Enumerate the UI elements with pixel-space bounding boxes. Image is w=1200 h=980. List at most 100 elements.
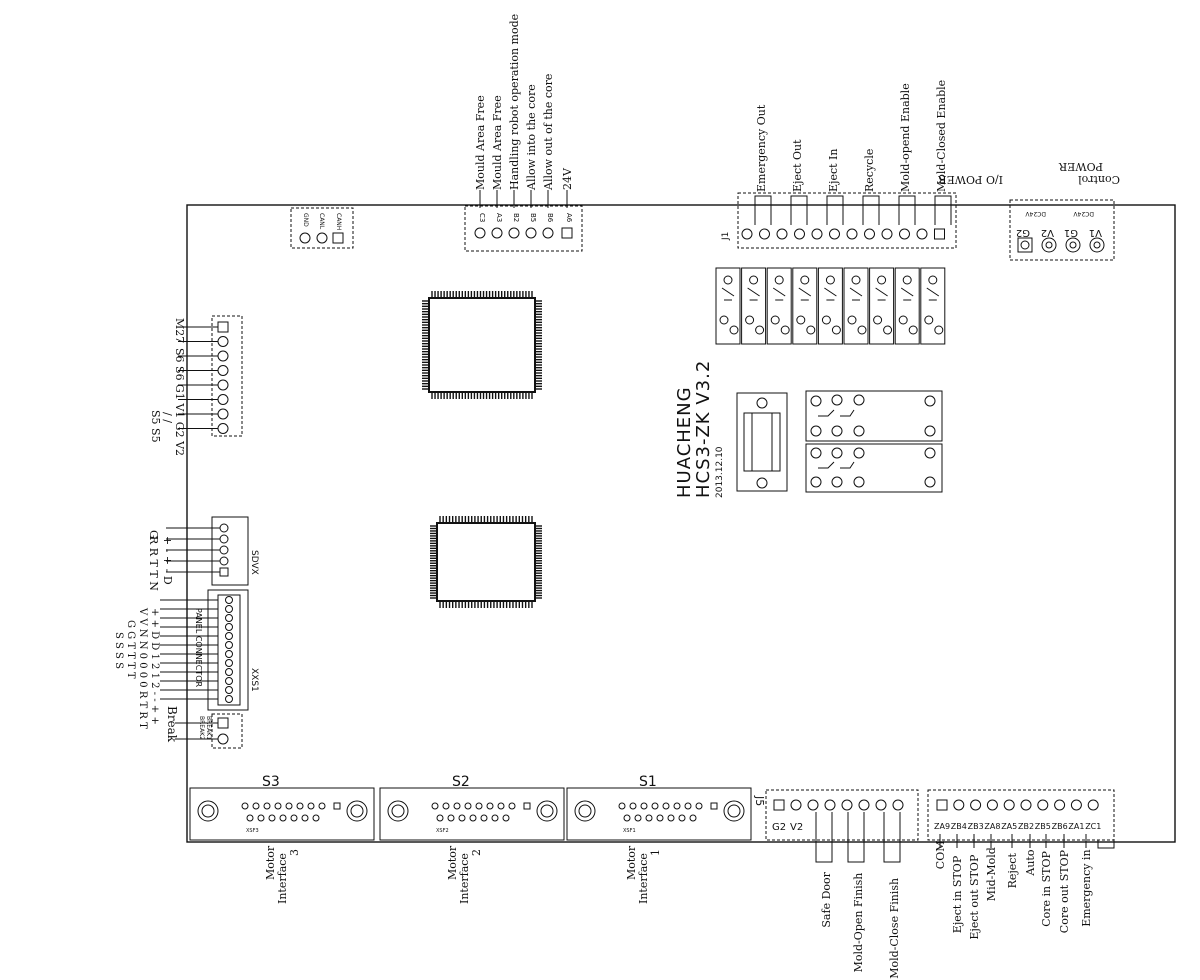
bottom-mid-label-3: Mold-Close Finish [888, 878, 901, 979]
top-right-label-1: Emergency Out [755, 104, 768, 192]
io-label-2: Eject in STOP [951, 855, 964, 933]
relay-bank [715, 267, 946, 345]
top-right-label-3: Eject In [827, 149, 840, 192]
panel-label-row3: V V N N 0 0 0 0 R T R T [137, 607, 148, 729]
tc-pin-a6: A6 [565, 213, 573, 223]
bottom-mid-labels: Safe Door Mold-Open Finish Mold-Close Fini… [815, 812, 901, 979]
j1-label: J1 [721, 232, 731, 241]
panel-labels: S S S S G G T T T T V V N N 0 0 0 0 R T … [113, 607, 160, 729]
io-pin-zc1: ZC1 [1085, 822, 1101, 831]
io-pin-zb6: ZB6 [1052, 822, 1068, 831]
panel-label-row4: + + D D 1 2 1 2 - - + + [149, 608, 160, 725]
sdvx-label-signs: + - + - D [161, 536, 174, 585]
motor-interface-label-3-3: 3 [288, 849, 301, 856]
axis-label-signals: S6 S6 G1 V1 G2 V2 [173, 348, 186, 456]
axis-label-slash: / / [161, 412, 174, 423]
motor-interface-label-3-2: Interface [276, 853, 289, 904]
sdvx-name: SDVX [249, 550, 259, 575]
bottom-mid-label-2: Mold-Open Finish [852, 873, 865, 973]
cpu-chip-2 [430, 516, 542, 608]
io-label-7: Core in STOP [1040, 851, 1053, 927]
io-label-3: Eject out STOP [968, 854, 981, 940]
motor-interface-label-1-1: Motor [625, 845, 638, 880]
top-center-label-3: Handling robot operation mode [508, 14, 521, 190]
can-pin-canl: CANL [318, 213, 325, 230]
io-label-4: Mid-Mold [985, 847, 998, 901]
j5-label: J5 [753, 795, 766, 806]
io-pin-za5: ZA5 [1001, 822, 1017, 831]
io-pin-za1: ZA1 [1068, 822, 1084, 831]
axis-label-m27: M27 [173, 318, 186, 343]
tc-pin-a3: A3 [495, 213, 503, 222]
power-labels: I/O POWER Control POWER [938, 160, 1120, 186]
panel-connector: PANEL CONNECTOR XXS1 [160, 589, 259, 711]
j1-connector: J1 [721, 192, 957, 249]
j5-pin-g2: G2 [772, 822, 786, 833]
io-label-5: Reject [1006, 853, 1019, 889]
io-pin-zb5: ZB5 [1035, 822, 1051, 831]
tc-pin-c3: C3 [478, 213, 486, 222]
motor-interface-label-1-3: 1 [649, 849, 662, 856]
io-pin-za8: ZA8 [984, 822, 1000, 831]
motor-header-s3: S3 [262, 774, 280, 790]
io-pin-za9: ZA9 [934, 822, 950, 831]
axis-label-s5: S5 S5 [149, 410, 162, 443]
brake-pin-2: BREAK2 [198, 716, 205, 740]
axis-connector-labels: S5 S5/ /S6 S6 G1 V1 G2 V2 M27 [149, 318, 186, 456]
motor-header-s2: S2 [452, 774, 470, 790]
power-sublabel-1: DC24V [1073, 210, 1094, 217]
bottom-mid-label-1: Safe Door [820, 871, 833, 927]
sdvx-label-rrttn: R R T T N [147, 536, 160, 591]
io-pin-zb4: ZB4 [951, 822, 967, 831]
power-relay-2 [805, 443, 943, 493]
sdvx-connector: SDVX [166, 516, 259, 586]
top-center-label-6: 24V [561, 167, 574, 190]
sdvx-labels: G R R T T N + - + - D [147, 530, 174, 591]
j5-pin-v2: V2 [790, 822, 803, 833]
power-relay-1 [805, 390, 943, 442]
motor-ref-3: XSF3 [246, 828, 259, 834]
can-pin-canh: CANH [335, 213, 342, 230]
can-connector: GND CANL CANH [290, 207, 354, 249]
power-pin-g2: G2 [1016, 227, 1030, 238]
io-label-6: Auto [1024, 849, 1037, 876]
motor-interface-label-2-1: Motor [446, 845, 459, 880]
board-date: 2013.12.10 [715, 446, 725, 498]
top-right-label-2: Eject Out [791, 139, 804, 192]
board-model: HCS3-ZK V3.2 [693, 360, 714, 498]
panel-label-row2: G G T T T T [125, 620, 136, 679]
power-sublabel-2: DC24V [1025, 210, 1046, 217]
tc-pin-b2: B2 [512, 213, 520, 222]
cpu-chip-1 [422, 291, 542, 399]
control-label: Control [1078, 173, 1120, 186]
power-pin-g1: G1 [1064, 227, 1078, 238]
tc-pin-b5: B5 [529, 213, 537, 222]
panel-connector-name: PANEL CONNECTOR [194, 608, 203, 688]
brake-label: Break [165, 706, 179, 743]
board-outline [186, 204, 1176, 843]
io-power-label: I/O POWER [938, 173, 1003, 186]
motor-interface-label-1-2: Interface [637, 853, 650, 904]
top-right-label-4: Recycle [863, 149, 876, 192]
fuse-holder [736, 392, 788, 492]
axis-connector-left [178, 315, 243, 437]
board-identification: HUACHENG HCS3-ZK V3.2 2013.12.10 [674, 360, 725, 498]
power-pin-v2: V2 [1041, 227, 1054, 238]
panel-label-row1: S S S S [113, 632, 124, 669]
top-right-label-6: Mold-Closed Enable [935, 80, 948, 192]
motor-header-s1: S1 [639, 774, 657, 790]
brake-pin-1: BREAK1 [205, 716, 212, 740]
panel-ref: XXS1 [249, 668, 259, 692]
io-pin-zb2: ZB2 [1018, 822, 1034, 831]
j5-connector: J5 G2 V2 [753, 789, 919, 841]
io-label-8: Core out STOP [1058, 849, 1071, 933]
